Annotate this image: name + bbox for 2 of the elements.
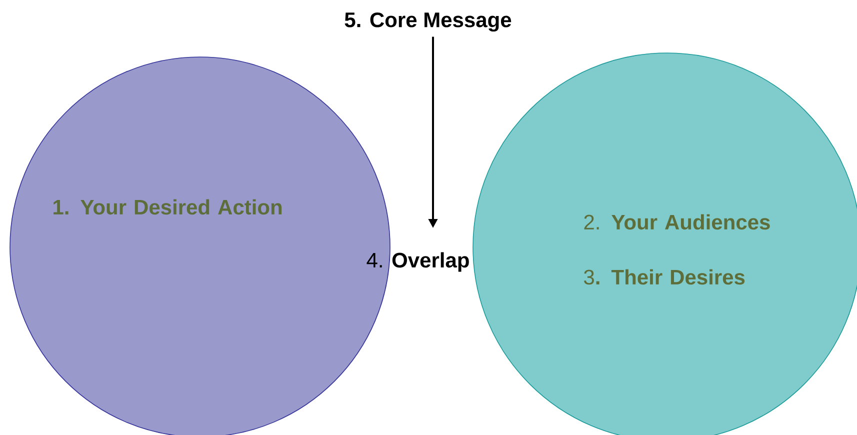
text-label: 4. Overlap: [366, 252, 469, 272]
text-label: 5. Core Message: [344, 12, 512, 32]
